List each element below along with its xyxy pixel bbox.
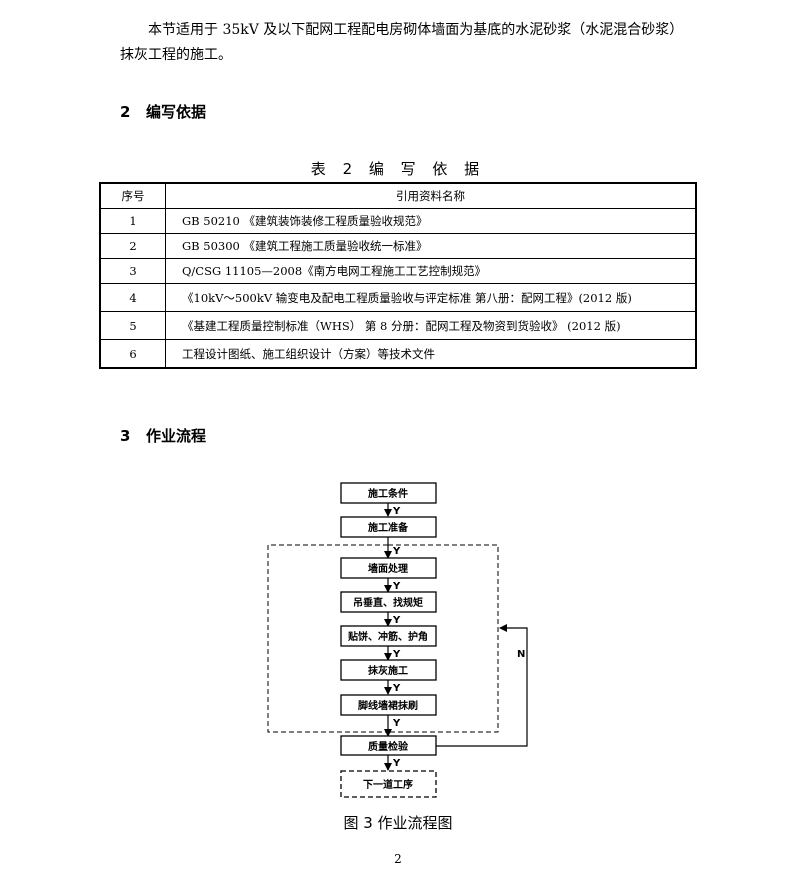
section-2-title: 编写依据 bbox=[146, 103, 207, 121]
intro-line-2: 抹灰工程的施工。 bbox=[120, 47, 232, 63]
step-box bbox=[340, 694, 437, 716]
step-label: 脚线墙裙抹刷 bbox=[358, 699, 418, 712]
row-serial: 2 bbox=[99, 233, 166, 259]
table-row: 3 Q/CSG 11105—2008《南方电网工程施工工艺控制规范》 bbox=[99, 258, 697, 284]
loop-dashed-left bbox=[267, 544, 388, 733]
section-3-number: 3 bbox=[120, 427, 131, 445]
step-box bbox=[340, 735, 437, 756]
step-label: 抹灰施工 bbox=[368, 664, 408, 677]
table-row: 1 GB 50210 《建筑装饰装修工程质量验收规范》 bbox=[99, 208, 697, 234]
step-box bbox=[340, 482, 437, 504]
step-label: 下一道工序 bbox=[363, 778, 413, 791]
row-serial: 3 bbox=[99, 258, 166, 284]
table-header-row: 序号 引用资料名称 bbox=[99, 182, 697, 209]
table-caption: 表 2 编 写 依 据 bbox=[310, 160, 486, 178]
step-label: 吊垂直、找规矩 bbox=[353, 596, 423, 609]
yes-label: Y bbox=[392, 581, 401, 592]
header-reference-name: 引用资料名称 bbox=[165, 182, 697, 209]
step-box bbox=[340, 625, 437, 647]
yes-label: Y bbox=[392, 649, 401, 660]
feedback-arrow-n bbox=[436, 624, 528, 747]
table-row: 6 工程设计图纸、施工组织设计（方案）等技术文件 bbox=[99, 339, 697, 369]
step-label: 贴饼、冲筋、护角 bbox=[347, 630, 428, 643]
step-label: 施工条件 bbox=[368, 487, 408, 500]
row-serial: 6 bbox=[99, 339, 166, 369]
row-serial: 4 bbox=[99, 283, 166, 312]
row-reference-name: GB 50300 《建筑工程施工质量验收统一标准》 bbox=[165, 233, 697, 259]
yes-label: Y bbox=[392, 718, 401, 729]
no-label: N bbox=[517, 649, 525, 660]
page-number: 2 bbox=[394, 852, 402, 866]
yes-label: Y bbox=[392, 615, 401, 626]
yes-label: Y bbox=[392, 506, 401, 517]
table-row: 4 《10kV～500kV 输变电及配电工程质量验收与评定标准 第八册：配网工程… bbox=[99, 283, 697, 312]
row-reference-name: 《10kV～500kV 输变电及配电工程质量验收与评定标准 第八册：配网工程》(… bbox=[165, 283, 697, 312]
intro-paragraph: 本节适用于 35kV 及以下配网工程配电房砌体墙面为基底的水泥砂浆（水泥混合砂浆… bbox=[120, 18, 720, 68]
section-2-heading: 2 编写依据 bbox=[120, 101, 206, 122]
header-serial: 序号 bbox=[99, 182, 166, 209]
step-box-dashed bbox=[340, 770, 437, 798]
step-label: 质量检验 bbox=[368, 740, 409, 753]
yes-label: Y bbox=[392, 546, 401, 557]
step-box bbox=[340, 557, 437, 579]
step-box bbox=[340, 516, 437, 538]
yes-label: Y bbox=[392, 683, 401, 694]
row-reference-name: Q/CSG 11105—2008《南方电网工程施工工艺控制规范》 bbox=[165, 258, 697, 284]
step-label: 施工准备 bbox=[368, 521, 409, 534]
yes-label: Y bbox=[392, 758, 401, 769]
row-reference-name: 《基建工程质量控制标准（WHS） 第 8 分册：配网工程及物资到货验收》 (20… bbox=[165, 311, 697, 340]
step-box bbox=[340, 659, 437, 681]
row-reference-name: 工程设计图纸、施工组织设计（方案）等技术文件 bbox=[165, 339, 697, 369]
table-row: 2 GB 50300 《建筑工程施工质量验收统一标准》 bbox=[99, 233, 697, 259]
intro-line-1: 本节适用于 35kV 及以下配网工程配电房砌体墙面为基底的水泥砂浆（水泥混合砂浆… bbox=[148, 22, 684, 38]
table-row: 5 《基建工程质量控制标准（WHS） 第 8 分册：配网工程及物资到货验收》 (… bbox=[99, 311, 697, 340]
row-reference-name: GB 50210 《建筑装饰装修工程质量验收规范》 bbox=[165, 208, 697, 234]
section-3-heading: 3 作业流程 bbox=[120, 425, 206, 446]
step-box bbox=[340, 591, 437, 613]
loop-dashed-right bbox=[388, 544, 499, 733]
reference-table: 序号 引用资料名称 1 GB 50210 《建筑装饰装修工程质量验收规范》 2 … bbox=[99, 182, 697, 369]
section-2-number: 2 bbox=[120, 103, 131, 121]
row-serial: 5 bbox=[99, 311, 166, 340]
section-3-title: 作业流程 bbox=[146, 427, 207, 445]
step-label: 墙面处理 bbox=[368, 562, 408, 575]
figure-caption: 图 3 作业流程图 bbox=[343, 814, 453, 832]
